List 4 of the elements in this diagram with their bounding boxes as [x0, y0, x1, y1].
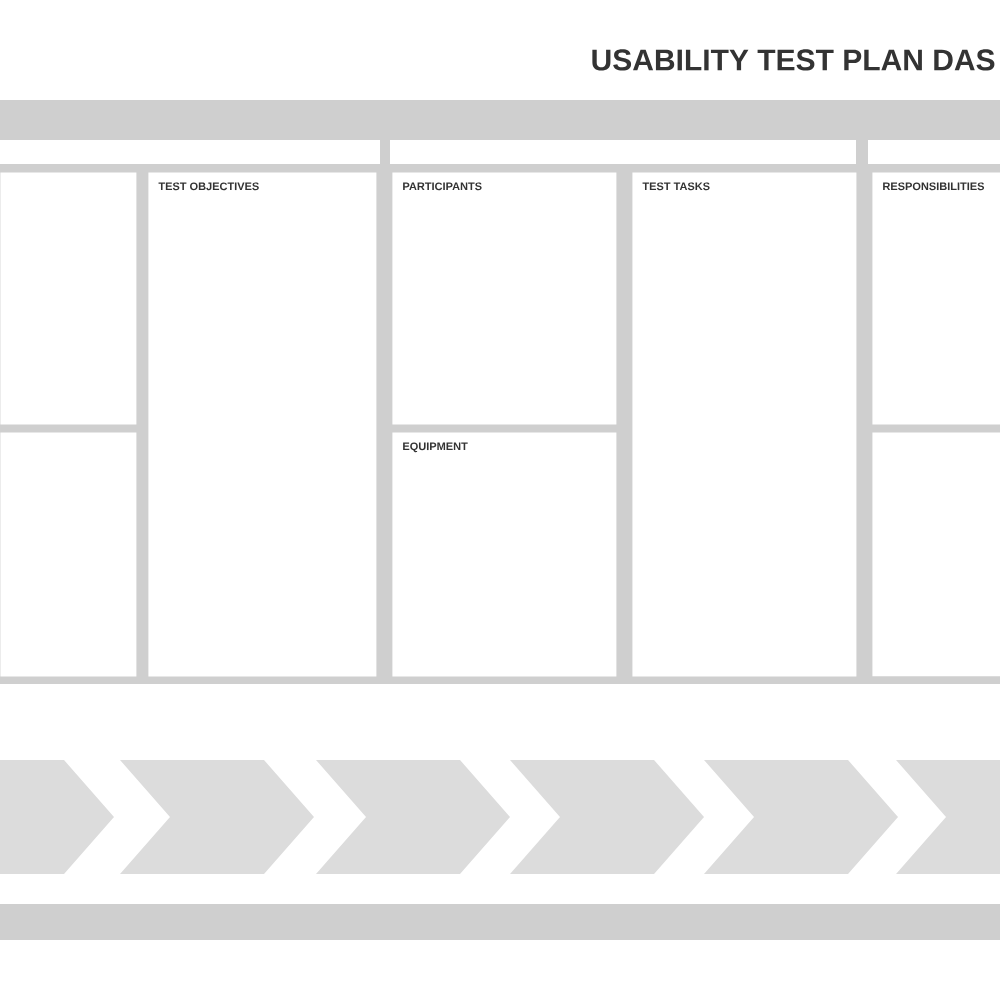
empty-cell [0, 432, 137, 677]
title: USABILITY TEST PLAN DAS [592, 49, 995, 71]
empty-cell [0, 172, 137, 425]
empty-cell [872, 432, 1000, 677]
